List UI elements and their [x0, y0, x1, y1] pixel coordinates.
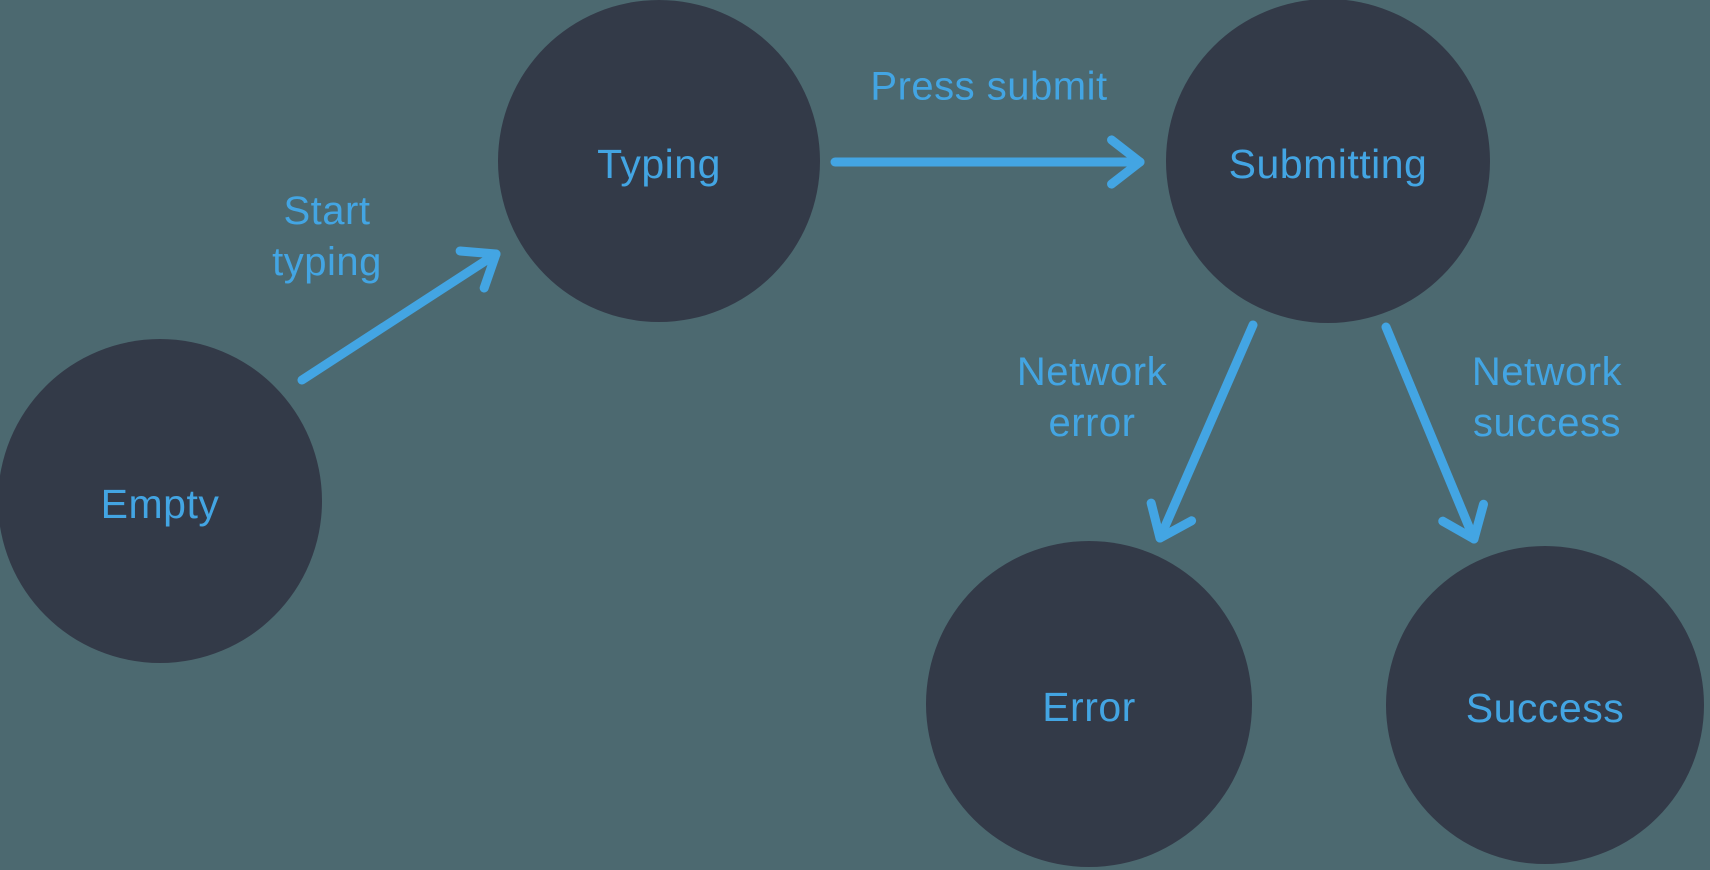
state-node-label-success: Success [1465, 684, 1625, 731]
state-node-submitting: Submitting [1166, 0, 1490, 323]
transition-arrow-press-submit [830, 135, 1145, 189]
state-node-label-typing: Typing [597, 140, 721, 187]
state-node-empty: Empty [0, 339, 322, 663]
state-node-success: Success [1386, 546, 1704, 864]
state-node-typing: Typing [498, 0, 820, 322]
state-node-label-error: Error [1042, 683, 1136, 730]
transition-label-start-typing: Start typing [272, 188, 382, 284]
state-node-error: Error [926, 541, 1252, 867]
state-node-label-submitting: Submitting [1228, 140, 1428, 187]
transition-arrow-network-error [1146, 320, 1258, 543]
state-node-label-empty: Empty [100, 480, 220, 527]
transition-label-press-submit: Press submit [870, 64, 1108, 109]
transition-label-network-error: Network error [1016, 349, 1168, 445]
transition-arrow-network-success [1381, 322, 1488, 544]
transition-label-network-success: Network success [1471, 349, 1623, 445]
transition-arrow-start-typing [297, 246, 501, 385]
